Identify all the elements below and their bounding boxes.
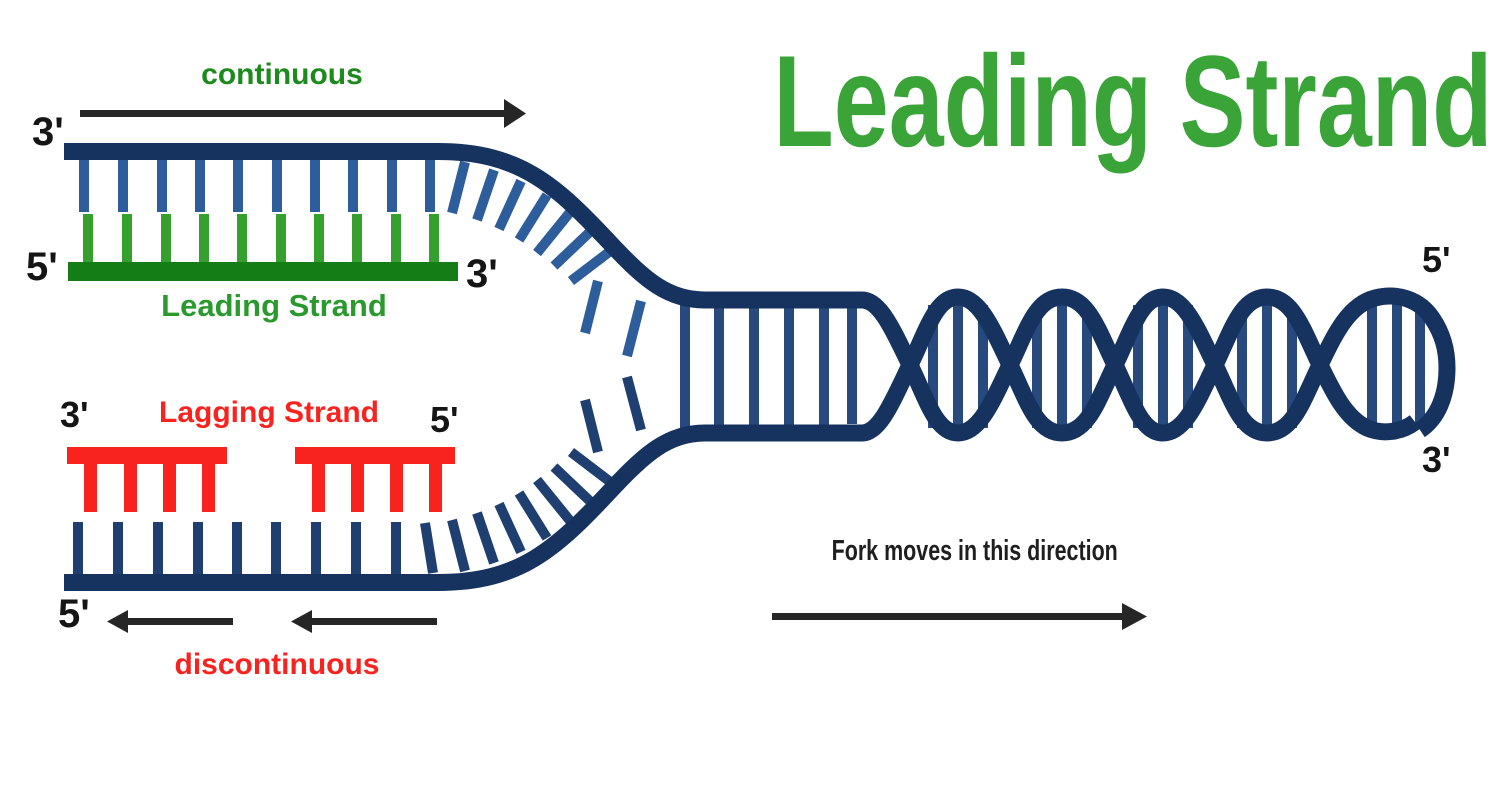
lagging-template-teeth (73, 522, 401, 574)
lagging-strand-label: Lagging Strand (159, 396, 379, 429)
lagging-strand-5prime-label: 5' (430, 399, 459, 440)
leading-template-teeth (79, 157, 435, 212)
leading-strand-label: Leading Strand (161, 288, 387, 323)
fork-parallel-rungs (680, 300, 857, 433)
helix-3prime-label: 3' (1422, 439, 1451, 480)
leading-strand-5prime-label: 5' (26, 245, 58, 289)
lagging-template-5prime-label: 5' (58, 592, 90, 636)
page-title: Leading Strand (773, 28, 1493, 174)
okazaki-fragment-1 (67, 447, 227, 512)
okazaki-fragment-2 (295, 447, 455, 512)
leading-strand-bar (68, 262, 458, 281)
discontinuous-arrow-right (291, 610, 437, 633)
helix-5prime-label: 5' (1422, 239, 1451, 280)
parental-strand-bottom (64, 287, 1456, 591)
continuous-label: continuous (201, 58, 363, 91)
leading-template-3prime-label: 3' (32, 110, 64, 154)
fork-direction-arrow (772, 603, 1147, 630)
discontinuous-label: discontinuous (174, 648, 380, 681)
parental-strand-top (64, 143, 1421, 442)
lagging-template-fan-teeth (420, 375, 646, 574)
leading-template-fan-teeth (447, 160, 646, 358)
lagging-strand-3prime-label: 3' (60, 394, 89, 435)
leading-strand-3prime-label: 3' (466, 252, 498, 296)
continuous-arrow (80, 99, 526, 128)
discontinuous-arrow-left (107, 610, 233, 633)
fork-direction-caption: Fork moves in this direction (831, 535, 1118, 567)
leading-strand-teeth (83, 214, 439, 263)
